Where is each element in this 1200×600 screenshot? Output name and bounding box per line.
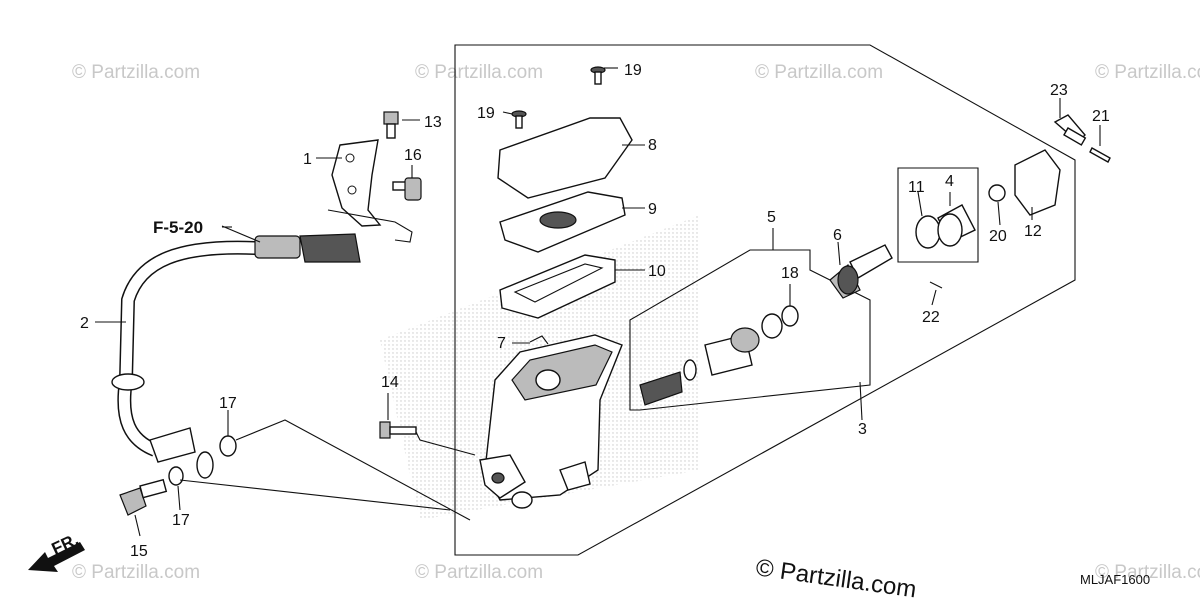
- boot-set-outline: [897, 167, 979, 263]
- callout-9: 9: [648, 201, 657, 218]
- callout-16: 16: [404, 147, 422, 164]
- watermark: © Partzilla.com: [1095, 62, 1200, 83]
- bolt-part-16: [392, 177, 422, 201]
- callout-5: 5: [767, 209, 776, 226]
- callout-13: 13: [424, 114, 442, 131]
- callout-3: 3: [858, 421, 867, 438]
- clutch-hose-part-2: [111, 233, 361, 463]
- master-cylinder-body: [479, 334, 623, 509]
- push-rod-part-6: [829, 244, 893, 299]
- watermark: © Partzilla.com: [72, 62, 200, 83]
- callout-17b: 17: [172, 512, 190, 529]
- callout-22: 22: [922, 309, 940, 326]
- reservoir-cap-part-8: [497, 117, 633, 199]
- watermark: © Partzilla.com: [755, 62, 883, 83]
- clip-part-7: [529, 335, 549, 345]
- diaphragm-inner: [513, 263, 604, 303]
- banjo-bolt-part-15: [119, 478, 168, 516]
- callout-19: 19: [624, 62, 642, 79]
- watermark: © Partzilla.com: [415, 62, 543, 83]
- diaphragm-part-10: [499, 254, 616, 319]
- bracket-part-1: [327, 139, 413, 243]
- bolt-part-14: [379, 421, 417, 439]
- plate-hole: [539, 211, 577, 229]
- callout-2: 2: [80, 315, 89, 332]
- screw-part-19: [590, 66, 606, 85]
- callout-23: 23: [1050, 82, 1068, 99]
- callout-20: 20: [989, 228, 1007, 245]
- assembly-outline: [454, 44, 1076, 556]
- assembly-line: [415, 431, 476, 456]
- diagram-code: MLJAF1600: [1080, 572, 1150, 587]
- bolt-part-13: [383, 111, 399, 139]
- screw-part-19: [511, 110, 527, 129]
- sealing-washer-part-17: [168, 466, 184, 486]
- assembly-line: [235, 419, 471, 521]
- callout-15: 15: [130, 543, 148, 560]
- watermark: © Partzilla.com: [1095, 562, 1200, 583]
- pin-part-23: [1063, 127, 1087, 146]
- cotter-pin-part-21: [1089, 147, 1111, 163]
- leader-lines: [95, 67, 1101, 537]
- circlip-part-11: [915, 215, 941, 249]
- callout-labels: 1 2 3 4 5 6 7 8 9 10 11 12 13 14 15 16 1…: [80, 62, 1110, 560]
- callout-7: 7: [497, 335, 506, 352]
- piston-set-outline: [629, 249, 871, 411]
- callout-4: 4: [945, 173, 954, 190]
- assembly-line: [179, 479, 451, 511]
- callout-6: 6: [833, 227, 842, 244]
- piston-set-part-5: [639, 305, 799, 406]
- callout-19b: 19: [477, 105, 495, 122]
- watermark: © Partzilla.com: [415, 562, 543, 583]
- copyright-text: © Partzilla.com: [754, 554, 918, 600]
- callout-18: 18: [781, 265, 799, 282]
- boot-part-4: [937, 213, 963, 247]
- pin-part-22: [929, 281, 943, 289]
- callout-10: 10: [648, 263, 666, 280]
- callout-17: 17: [219, 395, 237, 412]
- callout-14: 14: [381, 374, 399, 391]
- nut-part-20: [988, 184, 1006, 202]
- callout-1: 1: [303, 151, 312, 168]
- hose-fitting: [196, 451, 214, 479]
- callout-8: 8: [648, 137, 657, 154]
- callout-21: 21: [1092, 108, 1110, 125]
- callout-12: 12: [1024, 223, 1042, 240]
- reference-label: F-5-20: [153, 218, 203, 237]
- watermark: © Partzilla.com: [72, 562, 200, 583]
- joint-part-12: [1014, 149, 1061, 216]
- callout-11: 11: [908, 179, 925, 196]
- watermark-layer: © Partzilla.com © Partzilla.com © Partzi…: [72, 62, 1200, 583]
- sealing-washer-part-17: [219, 435, 237, 457]
